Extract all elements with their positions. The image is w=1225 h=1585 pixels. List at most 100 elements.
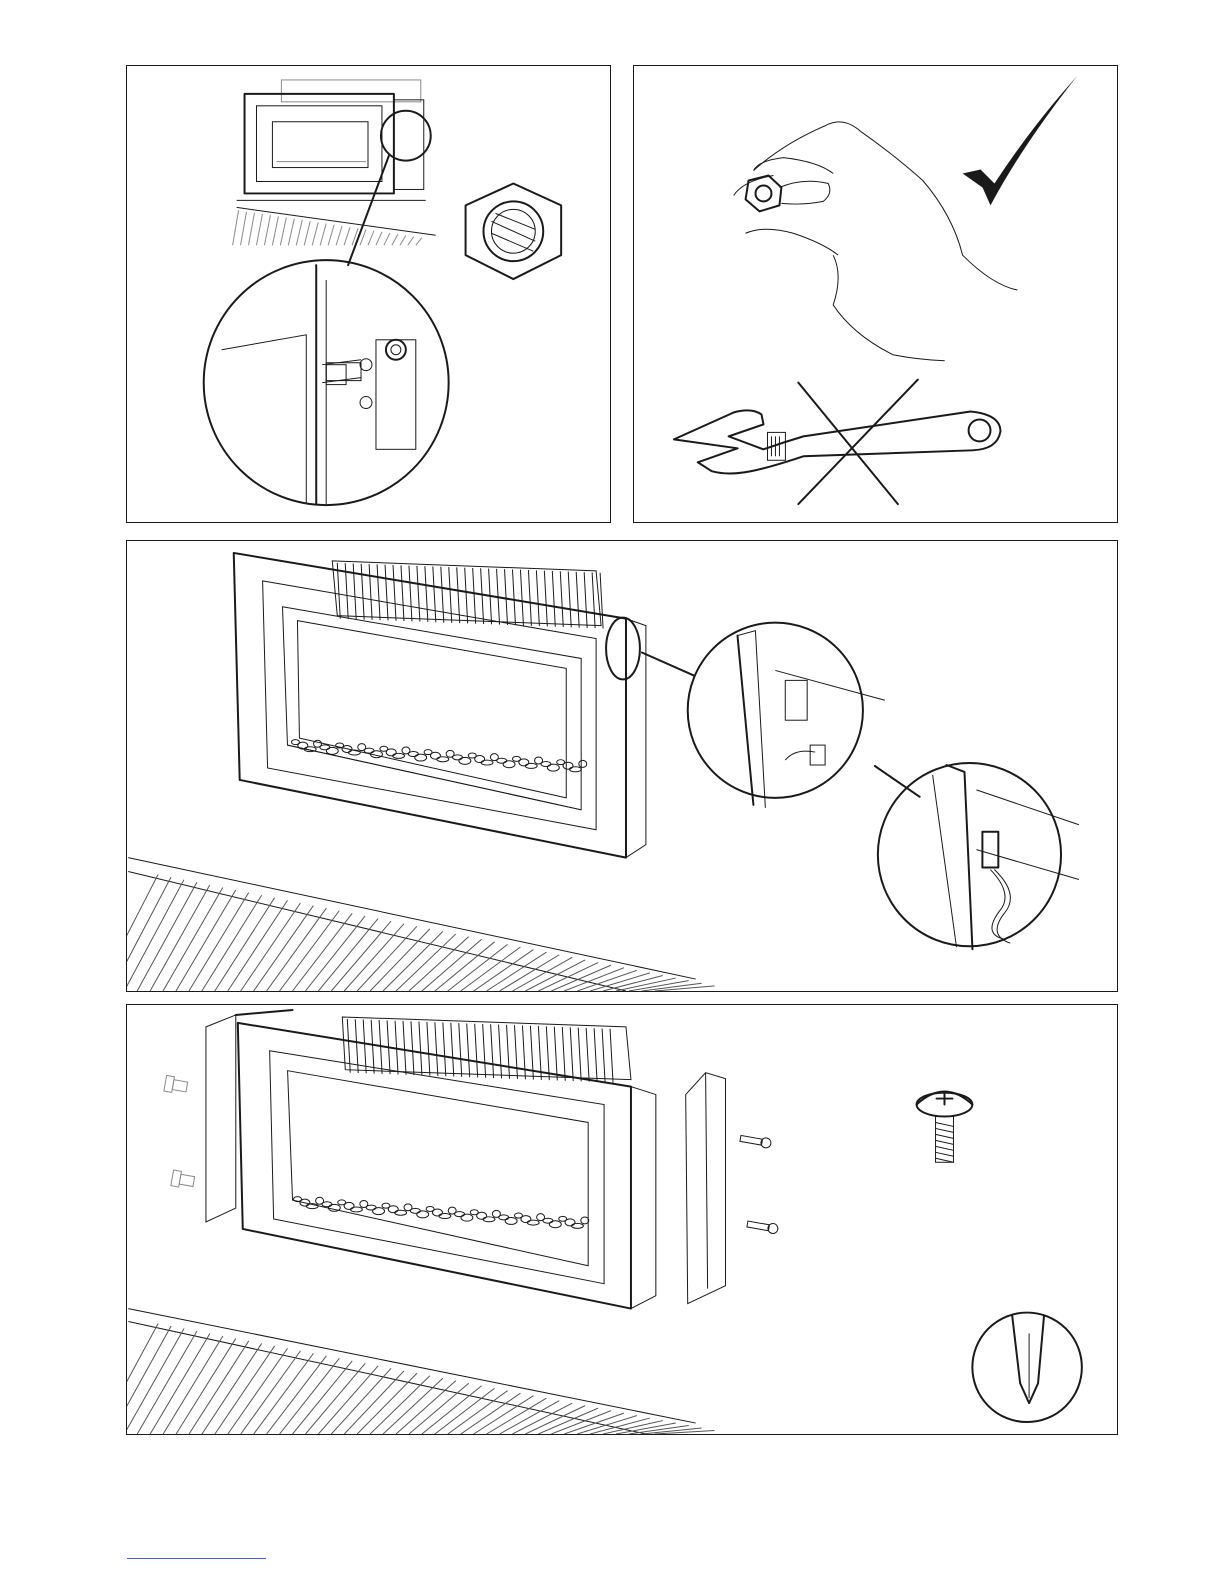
pebble bbox=[364, 748, 374, 753]
hatch-line bbox=[536, 570, 539, 626]
hatch-line bbox=[328, 225, 334, 246]
hatch-line bbox=[344, 227, 350, 245]
hatch-line bbox=[228, 1348, 288, 1434]
pebble bbox=[366, 1205, 376, 1210]
hatch-line bbox=[403, 1021, 406, 1075]
hatch-line bbox=[505, 569, 508, 625]
hatch-line bbox=[409, 566, 412, 622]
pebble bbox=[461, 1214, 473, 1221]
hatch-line bbox=[590, 973, 650, 991]
hatch-line bbox=[449, 567, 452, 623]
panel-step-2 bbox=[633, 65, 1118, 523]
hatch-line bbox=[396, 1381, 456, 1434]
hatch-line bbox=[602, 1028, 605, 1082]
hatch-line bbox=[249, 213, 255, 245]
hatch-line bbox=[320, 224, 326, 246]
hatch-line bbox=[560, 571, 563, 627]
pebble bbox=[549, 1221, 561, 1228]
hatch-line bbox=[483, 1024, 486, 1078]
hatch-line bbox=[409, 937, 469, 991]
hatch-line bbox=[305, 1363, 365, 1434]
hatch-line bbox=[293, 1361, 353, 1434]
pebble bbox=[475, 756, 485, 763]
pebble bbox=[439, 1214, 451, 1219]
floor-hatch bbox=[233, 200, 436, 245]
hatch-line bbox=[127, 1328, 184, 1434]
hatch-line bbox=[422, 939, 482, 991]
hatch-line bbox=[241, 903, 301, 991]
hatch-line bbox=[577, 970, 637, 991]
step-3-illustration bbox=[127, 541, 1117, 991]
hatch-line bbox=[451, 1023, 454, 1077]
step-1-illustration bbox=[127, 66, 610, 522]
hatch-line bbox=[475, 1024, 478, 1078]
pebble bbox=[322, 1202, 332, 1207]
hatch-line bbox=[448, 944, 508, 991]
hatch-line bbox=[368, 231, 374, 246]
pebble bbox=[525, 763, 537, 768]
floor-hatch bbox=[127, 1309, 715, 1434]
hatch-line bbox=[400, 235, 406, 245]
magnifier-detail-icon bbox=[204, 260, 449, 505]
hatch-line bbox=[481, 568, 484, 624]
floor-hatch bbox=[127, 858, 715, 991]
hatch-line bbox=[344, 924, 404, 991]
hatch-line bbox=[577, 1416, 637, 1434]
pebble bbox=[328, 1204, 340, 1211]
hatch-line bbox=[594, 1028, 597, 1082]
pebble bbox=[320, 745, 330, 750]
pebble bbox=[519, 759, 529, 766]
connector-detail-icon bbox=[688, 623, 885, 808]
cable-plug-icon bbox=[878, 763, 1079, 949]
hatch-line bbox=[401, 565, 404, 621]
hatch-line bbox=[331, 1368, 391, 1434]
hatch-line bbox=[369, 564, 372, 620]
side-trim-icon bbox=[206, 1010, 726, 1304]
fireplace-frame-icon bbox=[234, 553, 646, 858]
hatch-line bbox=[592, 572, 595, 628]
hatch-line bbox=[163, 1336, 223, 1434]
hatch-line bbox=[312, 222, 318, 245]
hatch-line bbox=[233, 210, 239, 245]
hatch-line bbox=[499, 1025, 502, 1079]
hatch-line bbox=[562, 1027, 565, 1081]
hatch-line bbox=[370, 929, 430, 991]
hatch-line bbox=[465, 568, 468, 624]
pebble bbox=[543, 1218, 553, 1223]
hatch-line bbox=[331, 921, 391, 991]
hatch-line bbox=[336, 226, 342, 245]
hatch-line bbox=[371, 1020, 374, 1074]
hatch-line bbox=[568, 572, 571, 628]
hex-nut-icon bbox=[466, 183, 562, 279]
hatch-line bbox=[552, 571, 555, 627]
hatch-line bbox=[228, 900, 288, 991]
hatch-line bbox=[411, 1021, 414, 1075]
pebble bbox=[453, 755, 463, 760]
hatch-line bbox=[241, 212, 247, 246]
hatch-line bbox=[215, 1346, 275, 1434]
pebble bbox=[499, 1215, 509, 1220]
hatch-line bbox=[176, 1338, 236, 1434]
hatch-line bbox=[459, 1023, 462, 1077]
pebble bbox=[386, 749, 396, 756]
hatch-line bbox=[416, 238, 422, 245]
hatch-line bbox=[267, 1356, 327, 1434]
hatch-line bbox=[515, 1025, 518, 1079]
hatch-line bbox=[385, 565, 388, 621]
hatch-line bbox=[554, 1027, 557, 1081]
pebble bbox=[388, 1206, 398, 1213]
hatch-line bbox=[383, 1378, 443, 1434]
pebble bbox=[563, 762, 573, 769]
pebble bbox=[571, 1223, 583, 1228]
panel-step-4 bbox=[126, 1004, 1118, 1435]
hatch-line bbox=[256, 214, 262, 245]
pebble bbox=[437, 757, 449, 762]
pebble bbox=[430, 752, 440, 759]
hatch-line bbox=[610, 1029, 613, 1083]
hatch-line bbox=[189, 893, 249, 991]
pebble bbox=[547, 764, 559, 771]
pebble bbox=[565, 1219, 575, 1226]
hatch-line bbox=[584, 572, 587, 628]
hatch-line bbox=[254, 1353, 314, 1434]
hatch-line bbox=[292, 913, 352, 991]
